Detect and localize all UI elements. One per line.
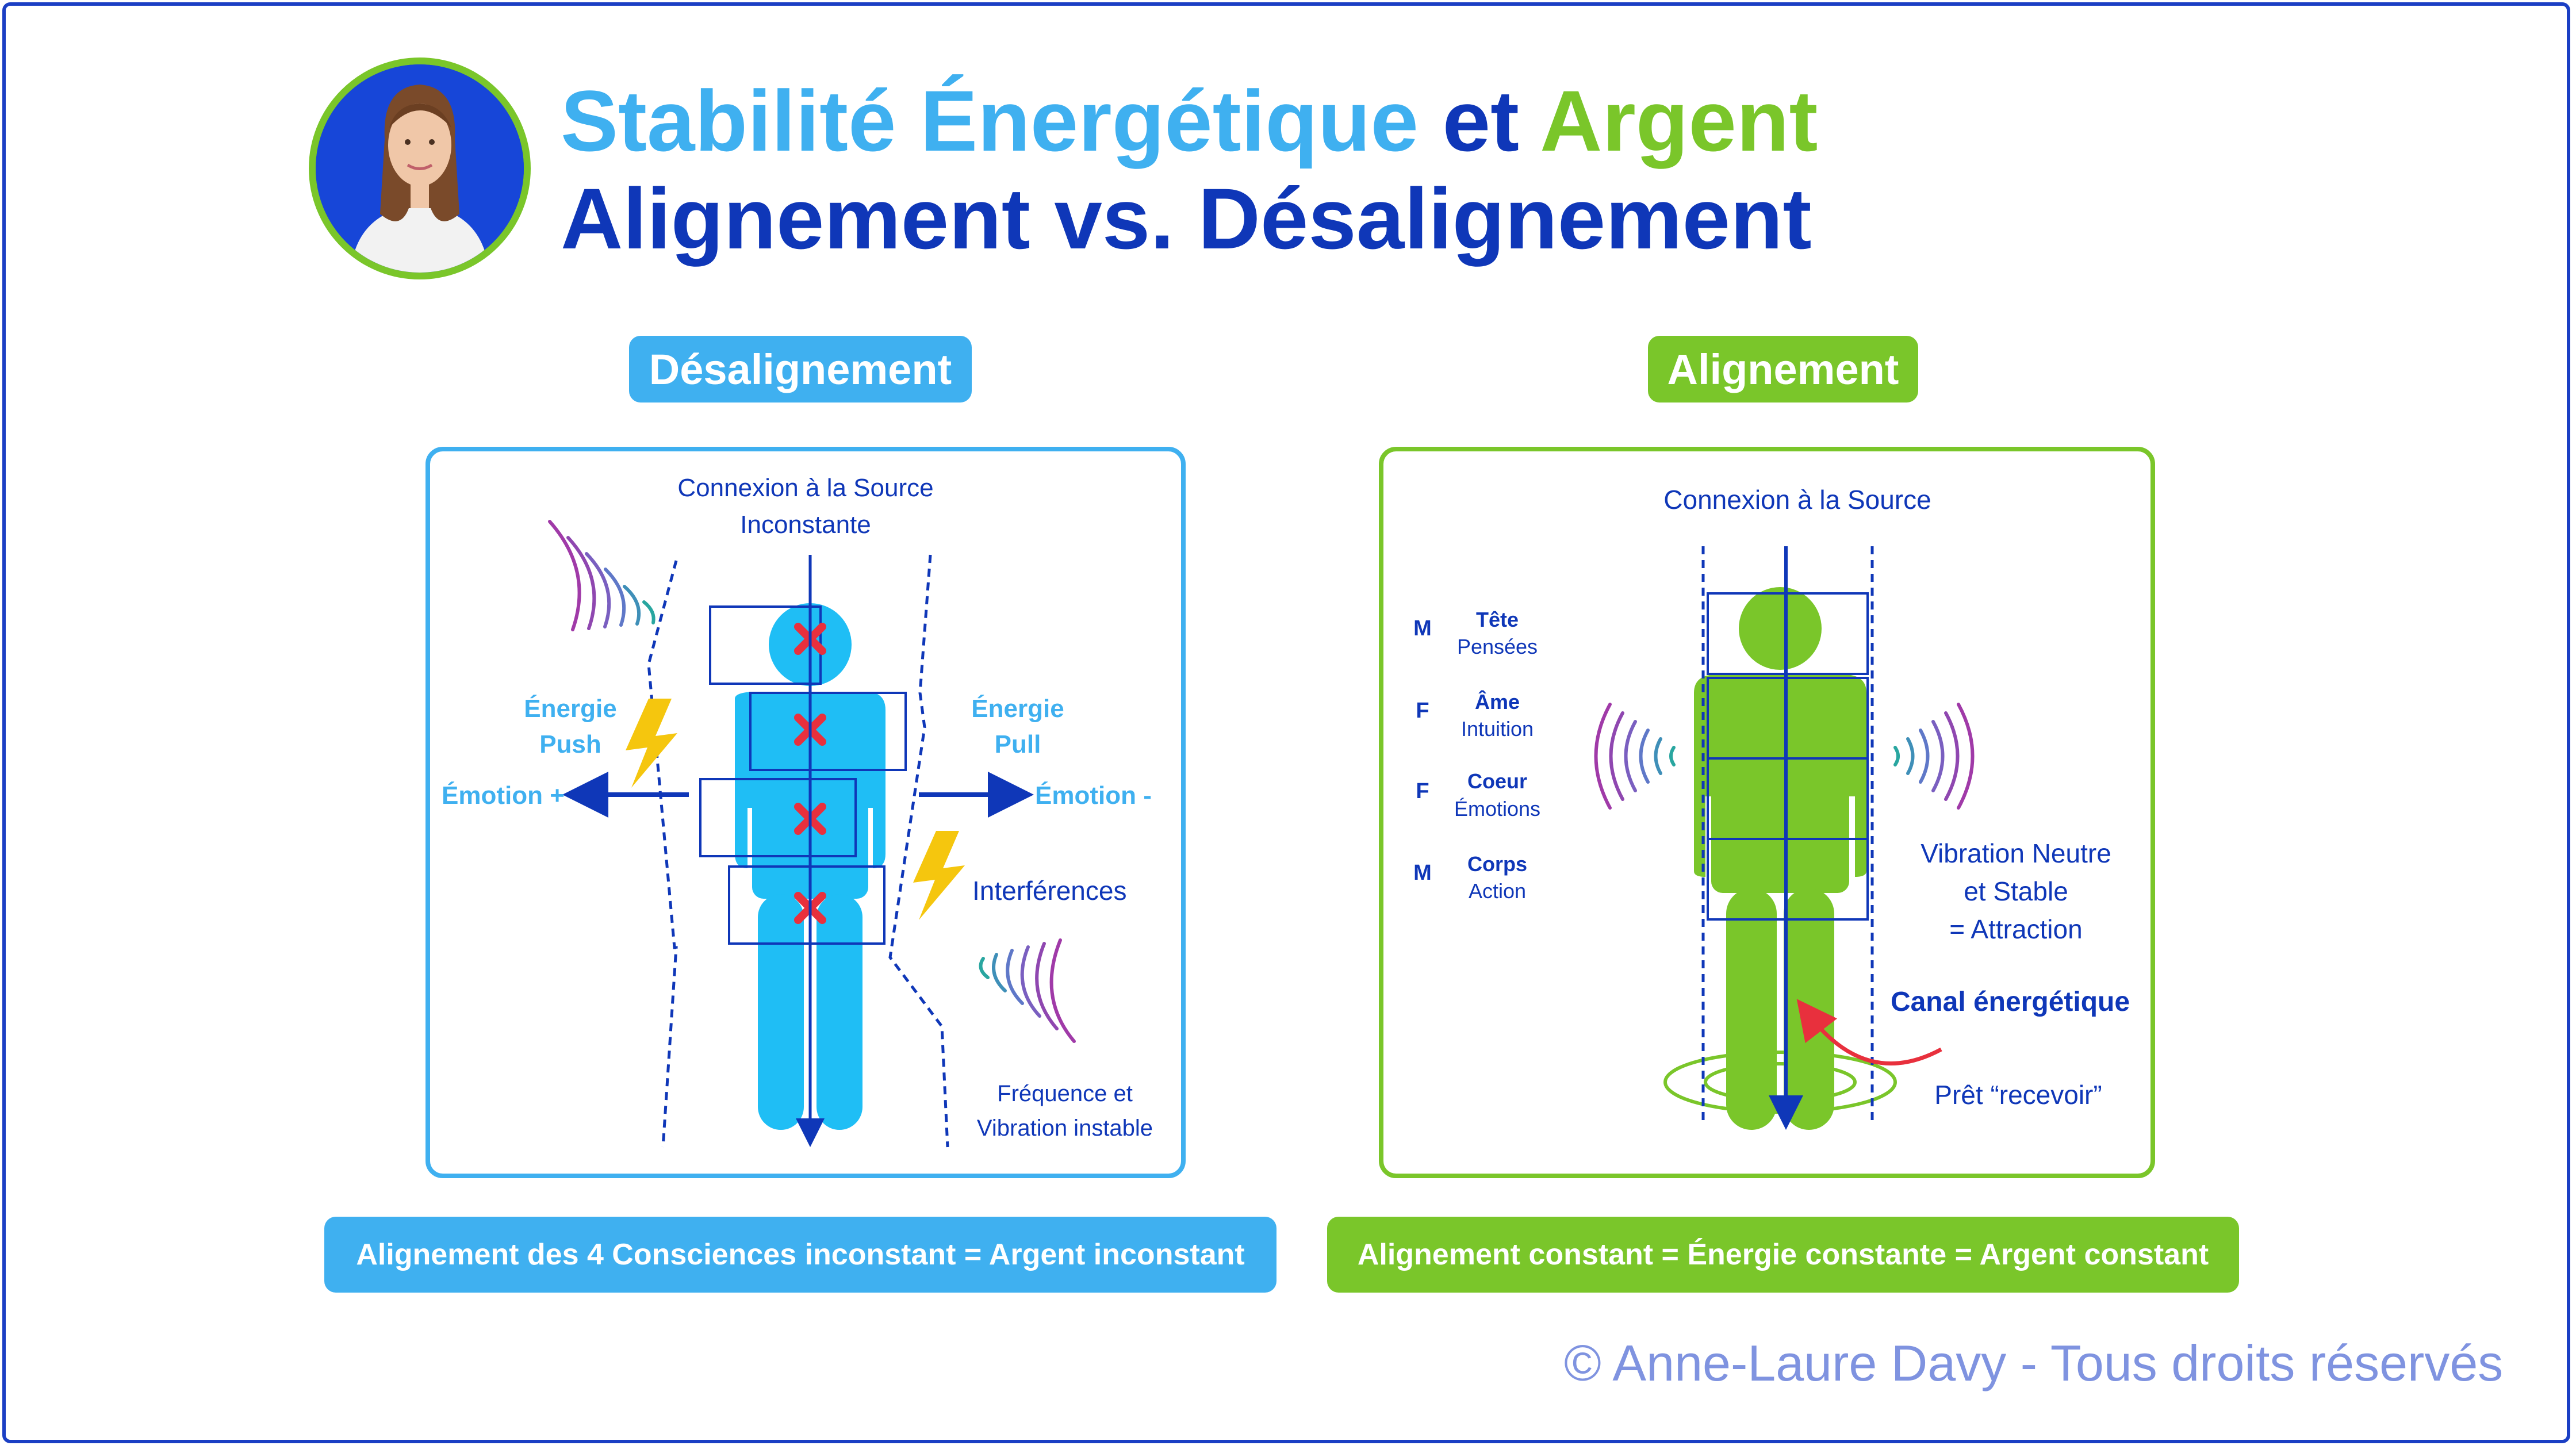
energie-pull-line1: Énergie — [971, 694, 1064, 723]
level-letter-4: M — [1413, 861, 1432, 885]
author-avatar — [309, 57, 531, 279]
frequence-label-line1: Fréquence et — [997, 1081, 1133, 1106]
left-dashed-boundary — [647, 560, 678, 1148]
body-box — [728, 865, 885, 945]
level-sub-3: Émotions — [1454, 797, 1540, 821]
alignement-panel: M Tête Pensées F Âme Intuition F Coeur É… — [1379, 447, 2155, 1178]
level-letter-3: F — [1416, 779, 1429, 803]
level-name-2: Âme — [1475, 689, 1520, 714]
vibration-line1: Vibration Neutre — [1920, 838, 2111, 868]
level-letter-2: F — [1416, 699, 1429, 723]
right-dashed-boundary — [888, 554, 949, 1148]
energie-pull-line2: Pull — [995, 730, 1041, 758]
soul-box — [749, 692, 907, 771]
alignement-summary: Alignement constant = Énergie constante … — [1327, 1217, 2239, 1293]
level-name-1: Tête — [1476, 608, 1519, 631]
source-label-line1: Connexion à la Source — [677, 474, 933, 502]
vibration-line3: = Attraction — [1949, 914, 2082, 944]
level-sub-1: Pensées — [1457, 635, 1538, 658]
level-sub-4: Action — [1469, 879, 1526, 903]
source-label-line2: Inconstante — [740, 511, 871, 539]
level-name-3: Coeur — [1467, 769, 1527, 793]
desalignement-heading: Désalignement — [629, 336, 972, 402]
main-title-line2: Alignement vs. Désalignement — [561, 170, 1812, 267]
wave-icon-left — [1594, 703, 1676, 810]
alignement-heading: Alignement — [1648, 336, 1918, 402]
lightning-icon-interference — [913, 831, 965, 920]
wave-icon-top-left — [548, 520, 656, 631]
interferences-label: Interférences — [972, 876, 1126, 906]
wave-icon-right — [1893, 703, 1975, 810]
title-part-et: et — [1442, 72, 1520, 169]
grounding-rings — [1663, 1051, 1897, 1114]
main-title-line1: Stabilité Énergétique et Argent — [561, 78, 1818, 164]
lightning-icon-push — [626, 699, 677, 788]
level-letter-1: M — [1413, 616, 1432, 641]
vibration-line2: et Stable — [1964, 876, 2068, 906]
copyright-notice: © Anne-Laure Davy - Tous droits réservés — [1564, 1335, 2504, 1392]
desalignement-summary: Alignement des 4 Consciences inconstant … — [324, 1217, 1276, 1293]
level-sub-2: Intuition — [1461, 717, 1534, 741]
emotion-plus-label: Émotion + — [442, 781, 565, 810]
level-name-4: Corps — [1467, 852, 1527, 876]
canal-label: Canal énergétique — [1891, 987, 2130, 1017]
emotion-minus-label: Émotion - — [1035, 781, 1152, 810]
title-part-argent: Argent — [1540, 72, 1818, 169]
heart-box — [699, 778, 857, 857]
title-part-stabilite: Stabilité Énergétique — [561, 72, 1419, 169]
energie-push-line1: Énergie — [524, 694, 616, 723]
frequence-label-line2: Vibration instable — [977, 1116, 1153, 1141]
wave-icon-bottom-right — [979, 938, 1076, 1043]
energie-push-line2: Push — [539, 730, 601, 758]
receive-arrow — [1796, 999, 1942, 1065]
pret-recevoir-label: Prêt “recevoir” — [1934, 1080, 2102, 1110]
aligned-human-figure — [1694, 587, 1866, 1130]
desalignement-panel: Connexion à la Source Inconstante Énergi… — [425, 447, 1186, 1178]
source-label: Connexion à la Source — [1663, 485, 1931, 515]
